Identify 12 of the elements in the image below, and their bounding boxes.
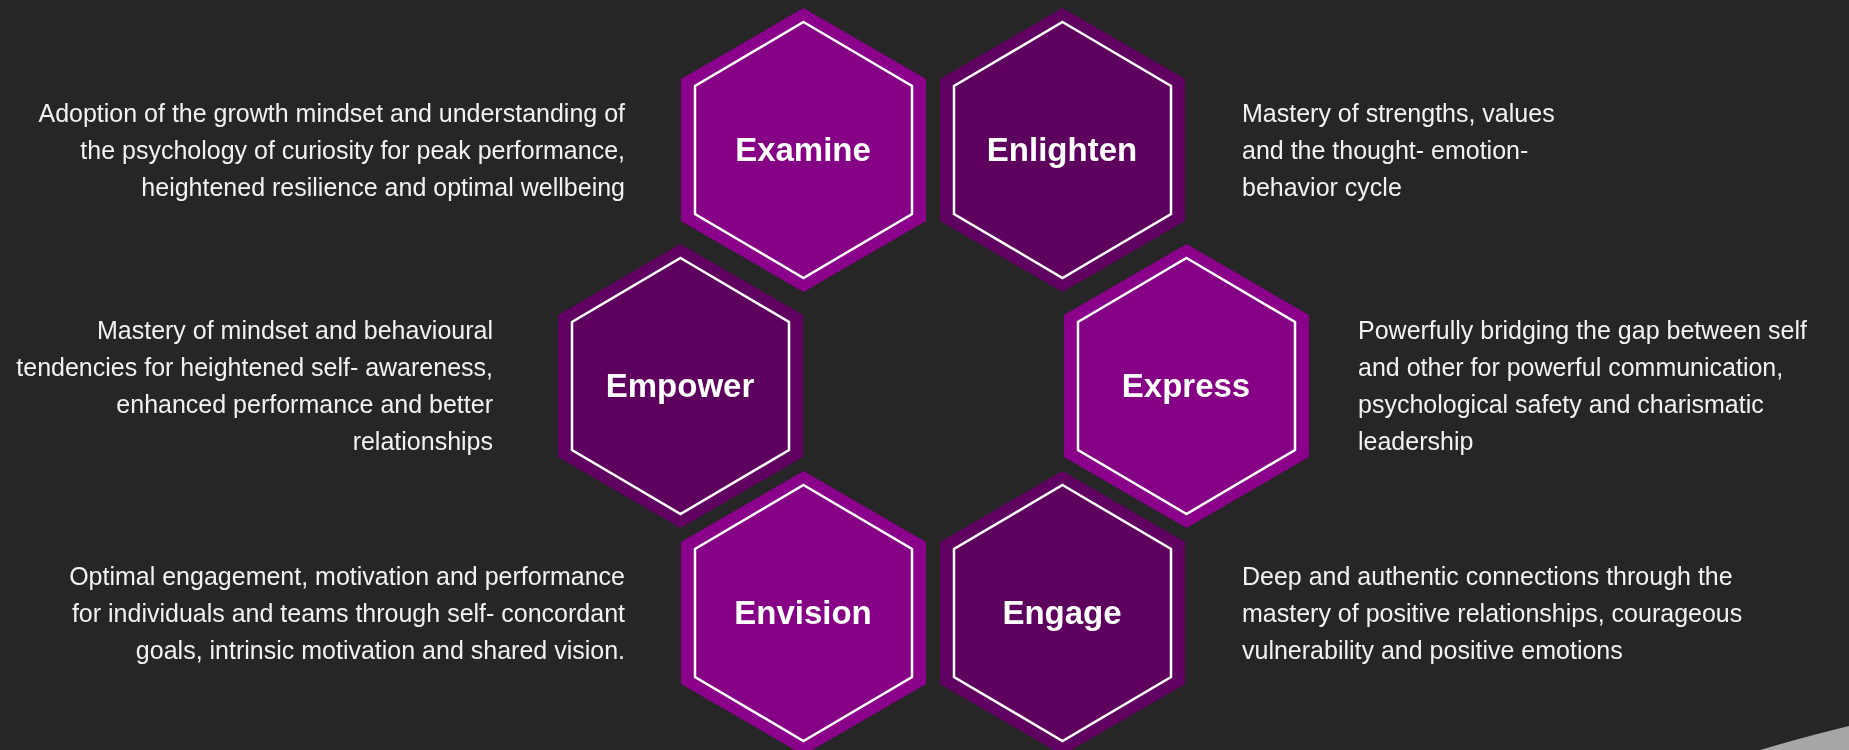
hexagon-title: Examine: [735, 130, 871, 171]
hexagon-title: Express: [1121, 366, 1251, 407]
description-text: Powerfully bridging the gap between self and other for powerful communication, psychological safety and charismatic leadership: [1358, 315, 1808, 457]
hexagon-title: Envision: [734, 593, 872, 634]
description-text: Deep and authentic connections through the mastery of positive relationships, courageous vulnerability and positive emotions: [1242, 560, 1744, 666]
hexagon-title: Empower: [605, 366, 755, 407]
hexagon-title: Enlighten: [986, 130, 1138, 171]
hexagon-title: Engage: [1002, 593, 1122, 634]
description-text: Mastery of mindset and behavioural tendencies for heightened self- awareness, enhanced performance and better relationships: [15, 315, 493, 457]
description-text: Adoption of the growth mindset and understanding of the psychology of curiosity for peak performance, heightened resilience and optimal wellbeing: [37, 97, 625, 203]
description-text: Optimal engagement, motivation and performance for individuals and teams through self- concordant goals, intrinsic motivation and shared vision.: [68, 560, 625, 666]
description-text: Mastery of strengths, values and the thought- emotion- behavior cycle: [1242, 97, 1556, 203]
